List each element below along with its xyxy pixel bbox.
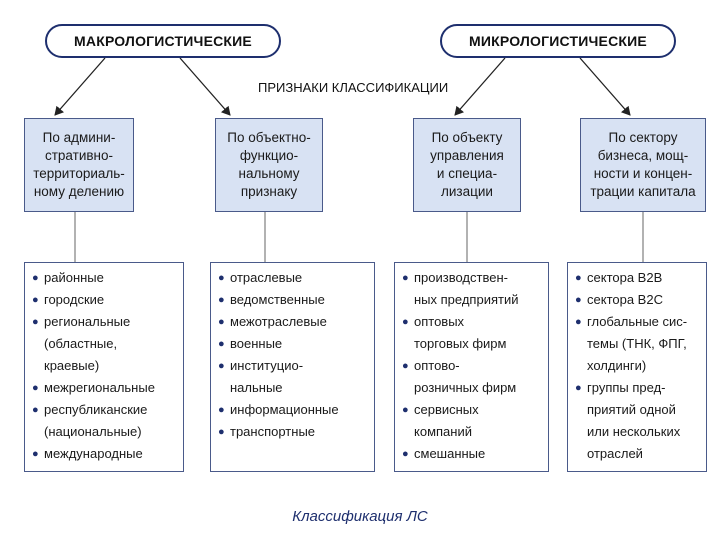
list-item: ● республиканские (национальные) bbox=[32, 399, 175, 443]
list-item-text: группы пред- приятий одной или нескольки… bbox=[587, 380, 681, 461]
list-item: ● сектора B2B bbox=[575, 267, 698, 289]
criterion-label: По сектору бизнеса, мощ- ности и концен-… bbox=[590, 130, 696, 199]
list-item: ● межотраслевые bbox=[218, 311, 366, 333]
list-item: ● отраслевые bbox=[218, 267, 366, 289]
bullet-icon: ● bbox=[218, 338, 225, 350]
criterion-label: По объектно- функцио- нальному признаку bbox=[227, 130, 311, 199]
criterion-box-management: По объекту управления и специа- лизации bbox=[413, 118, 521, 212]
figure-caption: Классификация ЛС bbox=[292, 508, 428, 525]
arrow-micro-to-criterion-3 bbox=[454, 57, 506, 116]
arrow-micro-to-criterion-4 bbox=[579, 57, 631, 116]
bullet-icon: ● bbox=[218, 360, 225, 372]
list-item-text: институцио- нальные bbox=[230, 358, 304, 395]
list-item-text: военные bbox=[230, 336, 283, 351]
list-box-functional: ●отраслевые●ведомственные●межотраслевые●… bbox=[210, 262, 375, 472]
criterion-box-functional: По объектно- функцио- нальному признаку bbox=[215, 118, 323, 212]
type-list: ● производствен- ных предприятий ● оптовых … bbox=[402, 267, 540, 465]
bullet-icon: ● bbox=[218, 294, 225, 306]
macrologistic-heading: МАКРОЛОГИСТИЧЕСКИЕ bbox=[45, 24, 281, 58]
list-item-text: региональные (областные, краевые) bbox=[44, 314, 131, 373]
bullet-icon: ● bbox=[32, 448, 39, 460]
list-item-text: межрегиональные bbox=[44, 380, 155, 395]
list-item: ● региональные (областные, краевые) bbox=[32, 311, 175, 377]
list-item-text: районные bbox=[44, 270, 104, 285]
bullet-icon: ● bbox=[218, 316, 225, 328]
bullet-icon: ● bbox=[575, 316, 582, 328]
bullet-icon: ● bbox=[402, 272, 409, 284]
bullet-icon: ● bbox=[402, 448, 409, 460]
list-item-text: международные bbox=[44, 446, 143, 461]
criterion-label: По админи- стративно- территориаль- ному… bbox=[33, 130, 125, 199]
list-item: ● институцио- нальные bbox=[218, 355, 366, 399]
list-item-text: ведомственные bbox=[230, 292, 325, 307]
type-list: ● районные ● городские ● региональные (област… bbox=[32, 267, 175, 465]
bullet-icon: ● bbox=[218, 404, 225, 416]
list-item: ● военные bbox=[218, 333, 366, 355]
bullet-icon: ● bbox=[575, 382, 582, 394]
list-box-management: ● производствен- ных предприятий ● оптовых … bbox=[394, 262, 549, 472]
micrologistic-heading-label: МИКРОЛОГИСТИЧЕСКИЕ bbox=[469, 33, 647, 49]
list-item: ● сектора B2C bbox=[575, 289, 698, 311]
macrologistic-heading-label: МАКРОЛОГИСТИЧЕСКИЕ bbox=[74, 33, 252, 49]
list-box-business-sector: ● сектора B2B ● сектора B2C ● глобальные сис-… bbox=[567, 262, 707, 472]
criterion-label: По объекту управления и специа- лизации bbox=[430, 130, 504, 199]
bullet-icon: ● bbox=[402, 404, 409, 416]
bullet-icon: ● bbox=[402, 360, 409, 372]
list-item-text: межотраслевые bbox=[230, 314, 327, 329]
bullet-icon: ● bbox=[32, 382, 39, 394]
list-item: ● глобальные сис- темы (ТНК, ФПГ, холдинг… bbox=[575, 311, 698, 377]
list-item-text: сервисных компаний bbox=[414, 402, 479, 439]
list-item-text: сектора B2B bbox=[587, 270, 663, 285]
list-item: ● транспортные bbox=[218, 421, 366, 443]
list-item-text: отраслевые bbox=[230, 270, 303, 285]
list-item: ● межрегиональные bbox=[32, 377, 175, 399]
list-item: ● сервисных компаний bbox=[402, 399, 540, 443]
list-item: ● производствен- ных предприятий bbox=[402, 267, 540, 311]
list-item-text: транспортные bbox=[230, 424, 316, 439]
bullet-icon: ● bbox=[32, 404, 39, 416]
arrow-macro-to-criterion-2 bbox=[179, 57, 231, 116]
classification-criteria-label: ПРИЗНАКИ КЛАССИФИКАЦИИ bbox=[258, 80, 449, 95]
arrow-macro-to-criterion-1 bbox=[54, 57, 106, 116]
list-item: ● оптовых торговых фирм bbox=[402, 311, 540, 355]
list-item-text: сектора B2C bbox=[587, 292, 663, 307]
list-item-text: глобальные сис- темы (ТНК, ФПГ, холдинги… bbox=[587, 314, 688, 373]
criterion-box-business-sector: По сектору бизнеса, мощ- ности и концен-… bbox=[580, 118, 706, 212]
list-item: ● международные bbox=[32, 443, 175, 465]
list-item-text: производствен- ных предприятий bbox=[414, 270, 519, 307]
bullet-icon: ● bbox=[32, 316, 39, 328]
list-item-text: информационные bbox=[230, 402, 339, 417]
type-list: ●отраслевые●ведомственные●межотраслевые●… bbox=[218, 267, 366, 443]
list-item-text: городские bbox=[44, 292, 105, 307]
micrologistic-heading: МИКРОЛОГИСТИЧЕСКИЕ bbox=[440, 24, 676, 58]
list-item: ● группы пред- приятий одной или нескольк… bbox=[575, 377, 698, 465]
list-item: ● городские bbox=[32, 289, 175, 311]
bullet-icon: ● bbox=[32, 294, 39, 306]
bullet-icon: ● bbox=[575, 294, 582, 306]
criterion-box-administrative: По админи- стративно- территориаль- ному… bbox=[24, 118, 134, 212]
list-item: ● ведомственные bbox=[218, 289, 366, 311]
list-box-administrative: ● районные ● городские ● региональные (област… bbox=[24, 262, 184, 472]
list-item-text: смешанные bbox=[414, 446, 486, 461]
type-list: ● сектора B2B ● сектора B2C ● глобальные сис-… bbox=[575, 267, 698, 465]
bullet-icon: ● bbox=[218, 272, 225, 284]
list-item: ● оптово- розничных фирм bbox=[402, 355, 540, 399]
list-item-text: оптово- розничных фирм bbox=[414, 358, 517, 395]
list-item: ● смешанные bbox=[402, 443, 540, 465]
list-item: ● информационные bbox=[218, 399, 366, 421]
bullet-icon: ● bbox=[575, 272, 582, 284]
list-item: ● районные bbox=[32, 267, 175, 289]
list-item-text: республиканские (национальные) bbox=[44, 402, 148, 439]
list-item-text: оптовых торговых фирм bbox=[414, 314, 507, 351]
bullet-icon: ● bbox=[218, 426, 225, 438]
bullet-icon: ● bbox=[32, 272, 39, 284]
bullet-icon: ● bbox=[402, 316, 409, 328]
